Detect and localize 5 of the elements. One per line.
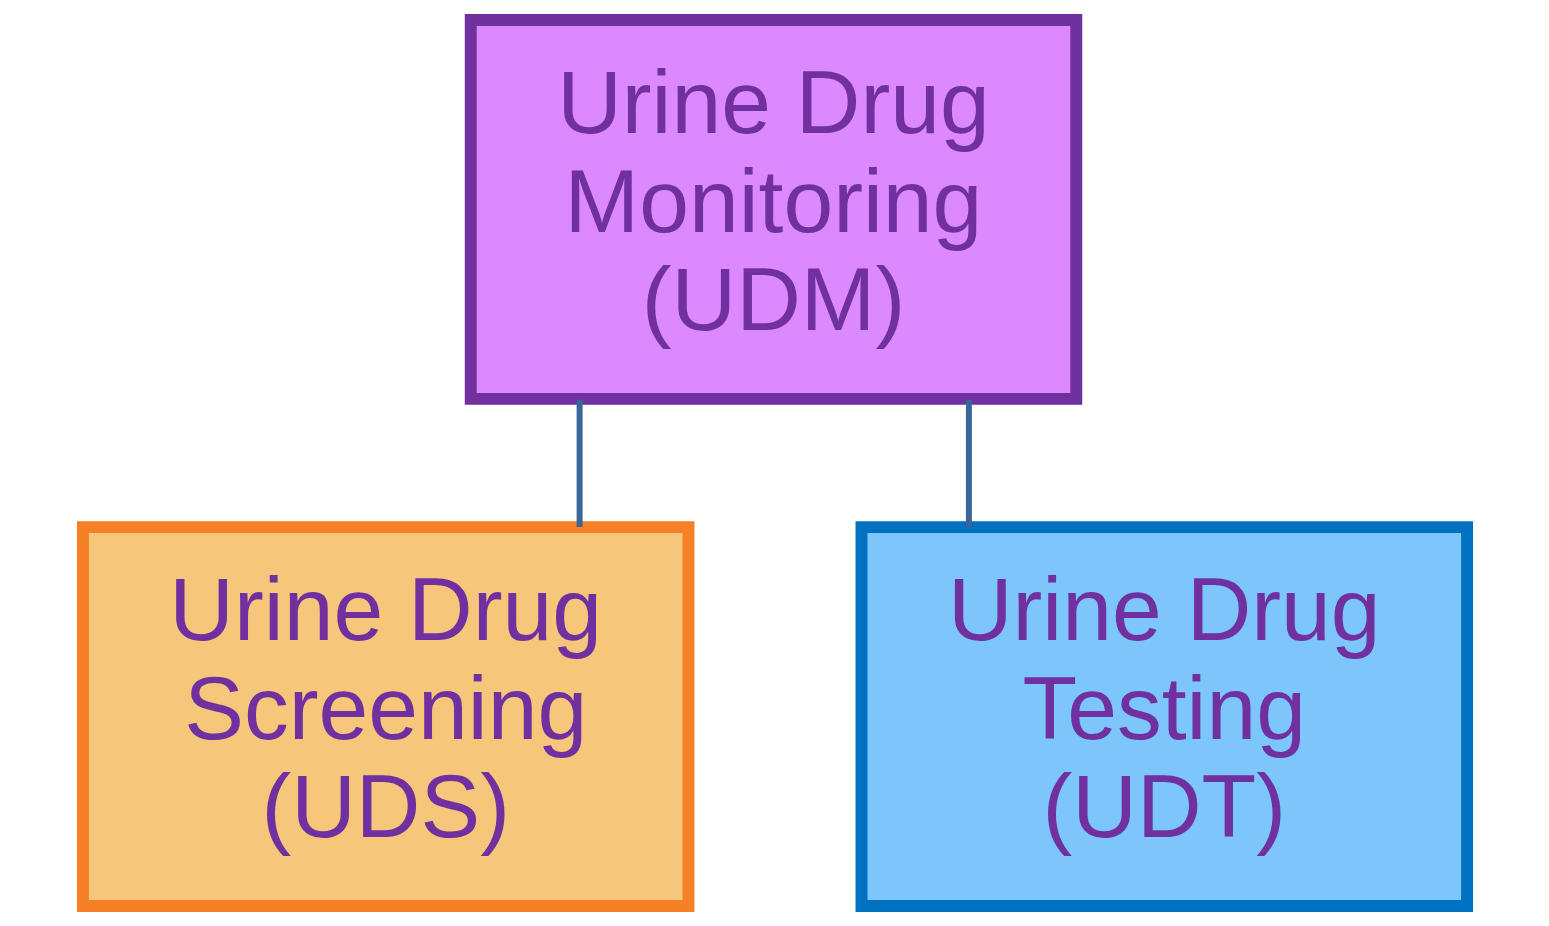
- node-box: Urine Drug Testing (UDT): [855, 521, 1473, 912]
- node-box: Urine Drug Monitoring (UDM): [464, 14, 1082, 405]
- connector: [576, 399, 583, 527]
- node-box: Urine Drug Screening (UDS): [76, 521, 694, 912]
- connector: [965, 399, 972, 527]
